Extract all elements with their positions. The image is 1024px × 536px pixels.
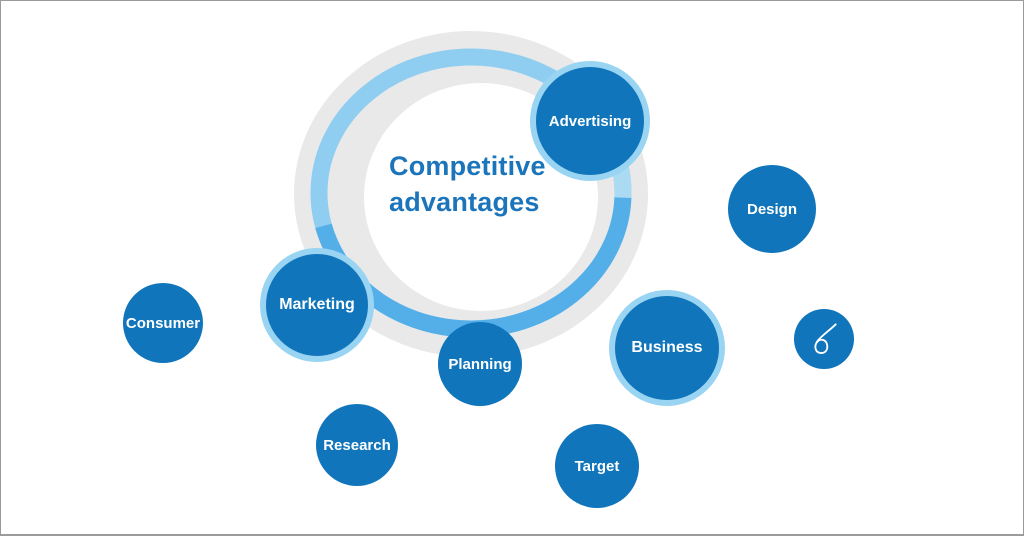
- bubble-advertising-label: Advertising: [548, 112, 632, 130]
- bubble-design-label: Design: [746, 200, 797, 218]
- bubble-business: Business: [609, 290, 725, 406]
- signature-icon: [814, 323, 837, 354]
- bubble-planning-label: Planning: [448, 355, 512, 373]
- bubble-advertising: Advertising: [530, 61, 650, 181]
- page-title-line2: advantages: [389, 187, 540, 217]
- bubble-design: Design: [728, 165, 816, 253]
- bubble-marketing-label: Marketing: [279, 296, 355, 313]
- bubble-target-label: Target: [574, 457, 620, 475]
- bubble-marketing: Marketing: [260, 248, 374, 362]
- bubble-brandmark: [794, 309, 854, 369]
- bubble-target: Target: [555, 424, 639, 508]
- bubble-research: Research: [316, 404, 398, 486]
- gray-ring: [293, 30, 648, 358]
- bubble-planning: Planning: [438, 322, 522, 406]
- bubble-consumer-label: Consumer: [125, 314, 201, 332]
- bubble-research-label: Research: [323, 436, 391, 454]
- page-title: Competitive advantages: [389, 148, 546, 220]
- bubble-business-label: Business: [631, 339, 703, 356]
- bubble-consumer: Consumer: [123, 283, 203, 363]
- page-title-line1: Competitive: [389, 151, 546, 181]
